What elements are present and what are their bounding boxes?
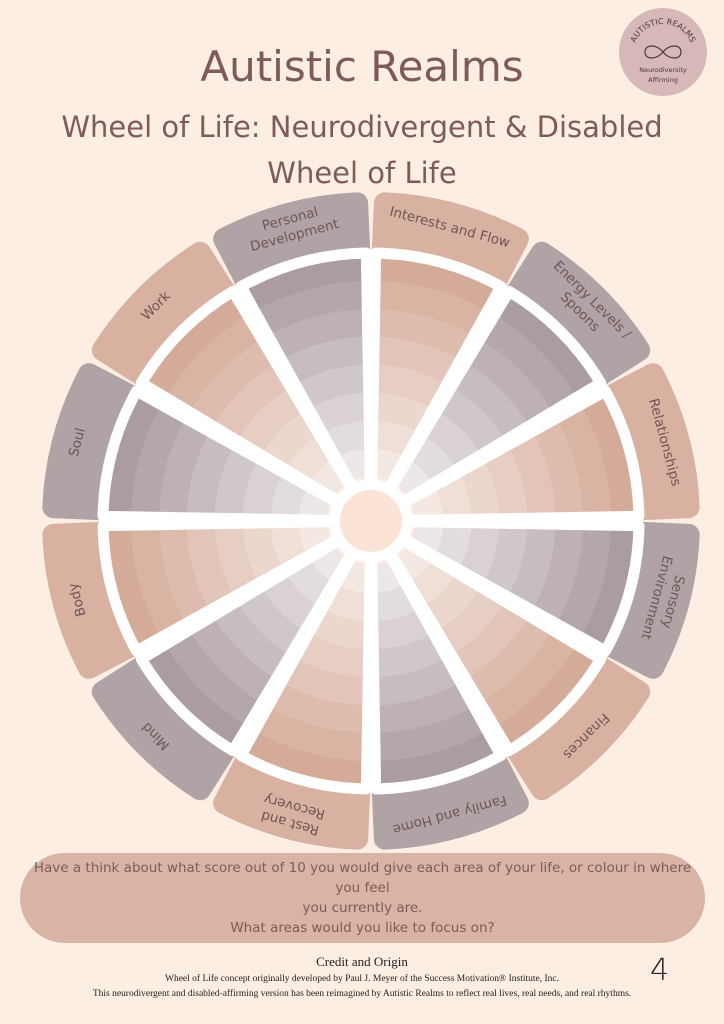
page-title: Autistic Realms <box>200 42 524 91</box>
segment-ring[interactable] <box>131 401 188 521</box>
prompt-line-1: Have a think about what score out of 10 … <box>33 860 692 896</box>
logo-line-1: Neurodiversity <box>639 66 687 74</box>
page-subtitle-2: Wheel of Life <box>267 156 457 190</box>
segment-ring[interactable] <box>235 385 307 457</box>
segment-ring[interactable] <box>554 401 611 521</box>
segment-ring[interactable] <box>138 641 251 754</box>
wheel-segment[interactable] <box>97 385 346 526</box>
segment-ring[interactable] <box>237 253 371 314</box>
segment-ring[interactable] <box>463 613 555 705</box>
segment-ring[interactable] <box>299 485 333 521</box>
segment-ring[interactable] <box>491 641 604 754</box>
segment-ring[interactable] <box>491 288 604 401</box>
segment-ring[interactable] <box>335 449 371 483</box>
segment-ring[interactable] <box>335 559 371 593</box>
segment-ring[interactable] <box>103 521 164 655</box>
segment-ring[interactable] <box>138 288 251 401</box>
segment-ring[interactable] <box>293 365 371 411</box>
segment-ring[interactable] <box>131 521 188 641</box>
wheel-segment[interactable] <box>235 546 376 795</box>
segment-ring[interactable] <box>421 410 482 471</box>
wheel-segment[interactable] <box>366 247 507 496</box>
segment-ring[interactable] <box>211 599 293 681</box>
segment-ring[interactable] <box>279 656 371 705</box>
segment-ring[interactable] <box>371 449 407 483</box>
segment-ring[interactable] <box>163 627 265 729</box>
segment-ring[interactable] <box>578 387 639 521</box>
segment-ring[interactable] <box>449 599 531 681</box>
segment-ring[interactable] <box>159 521 212 627</box>
segment-ring[interactable] <box>293 631 371 677</box>
credit-line-2: This neurodivergent and disabled-affirmi… <box>92 989 632 999</box>
credit-line-1: Wheel of Life concept originally develop… <box>165 974 559 984</box>
segment-ring[interactable] <box>371 680 477 733</box>
segment-ring[interactable] <box>449 361 531 443</box>
segment-ring[interactable] <box>187 337 279 429</box>
prompt-line-2: you currently are. <box>302 900 423 916</box>
area-label: Soul <box>66 426 89 458</box>
segment-ring[interactable] <box>506 521 555 613</box>
segment-ring[interactable] <box>279 337 371 386</box>
infinity-icon <box>644 45 682 59</box>
segment-ring[interactable] <box>554 521 611 641</box>
segment-ring[interactable] <box>299 521 333 557</box>
segment-ring[interactable] <box>265 680 371 733</box>
segment-ring[interactable] <box>463 337 555 429</box>
segment-ring[interactable] <box>159 415 212 521</box>
segment-ring[interactable] <box>371 631 449 677</box>
segment-ring[interactable] <box>371 309 477 362</box>
segment-ring[interactable] <box>371 704 491 761</box>
segment-ring[interactable] <box>187 429 236 521</box>
reflection-prompt: Have a think about what score out of 10 … <box>20 853 705 943</box>
segment-ring[interactable] <box>409 485 443 521</box>
segment-ring[interactable] <box>530 521 583 627</box>
segment-ring[interactable] <box>506 429 555 521</box>
prompt-line-3: What areas would you like to focus on? <box>230 920 495 936</box>
segment-ring[interactable] <box>409 521 443 557</box>
segment-ring[interactable] <box>163 313 265 415</box>
credit-heading: Credit and Origin <box>316 954 408 969</box>
wheel-segment[interactable] <box>384 534 607 757</box>
segment-ring[interactable] <box>530 415 583 521</box>
segment-ring[interactable] <box>251 704 371 761</box>
segment-ring[interactable] <box>371 253 505 314</box>
segment-ring[interactable] <box>481 521 527 599</box>
segment-ring[interactable] <box>211 361 293 443</box>
segment-ring[interactable] <box>371 559 407 593</box>
area-label-line: Soul <box>66 426 89 458</box>
wheel-segment[interactable] <box>135 534 358 757</box>
segment-ring[interactable] <box>578 521 639 655</box>
segment-ring[interactable] <box>371 656 463 705</box>
segment-ring[interactable] <box>265 309 371 362</box>
segment-ring[interactable] <box>103 387 164 521</box>
segment-ring[interactable] <box>260 410 321 471</box>
segment-ring[interactable] <box>371 281 491 338</box>
segment-ring[interactable] <box>187 521 236 613</box>
segment-ring[interactable] <box>187 613 279 705</box>
segment-ring[interactable] <box>435 585 507 657</box>
page-number: 4 <box>650 953 670 988</box>
segment-ring[interactable] <box>371 337 463 386</box>
segment-ring[interactable] <box>371 728 505 789</box>
segment-ring[interactable] <box>421 571 482 632</box>
segment-ring[interactable] <box>260 571 321 632</box>
segment-ring[interactable] <box>371 365 449 411</box>
segment-ring[interactable] <box>235 585 307 657</box>
credit-section: Credit and Origin Wheel of Life concept … <box>0 954 724 1002</box>
logo-line-2: Affirming <box>648 76 678 84</box>
segment-ring[interactable] <box>215 443 261 521</box>
page-subtitle: Wheel of Life: Neurodivergent & Disabled <box>61 110 663 144</box>
autistic-realms-logo: AUTISTIC REALMS Neurodiversity Affirming <box>619 8 707 96</box>
segment-ring[interactable] <box>215 521 261 599</box>
segment-ring[interactable] <box>477 313 579 415</box>
segment-ring[interactable] <box>251 281 371 338</box>
segment-ring[interactable] <box>477 627 579 729</box>
segment-ring[interactable] <box>237 728 371 789</box>
segment-ring[interactable] <box>481 443 527 521</box>
segment-ring[interactable] <box>435 385 507 457</box>
wheel-center <box>334 484 408 558</box>
